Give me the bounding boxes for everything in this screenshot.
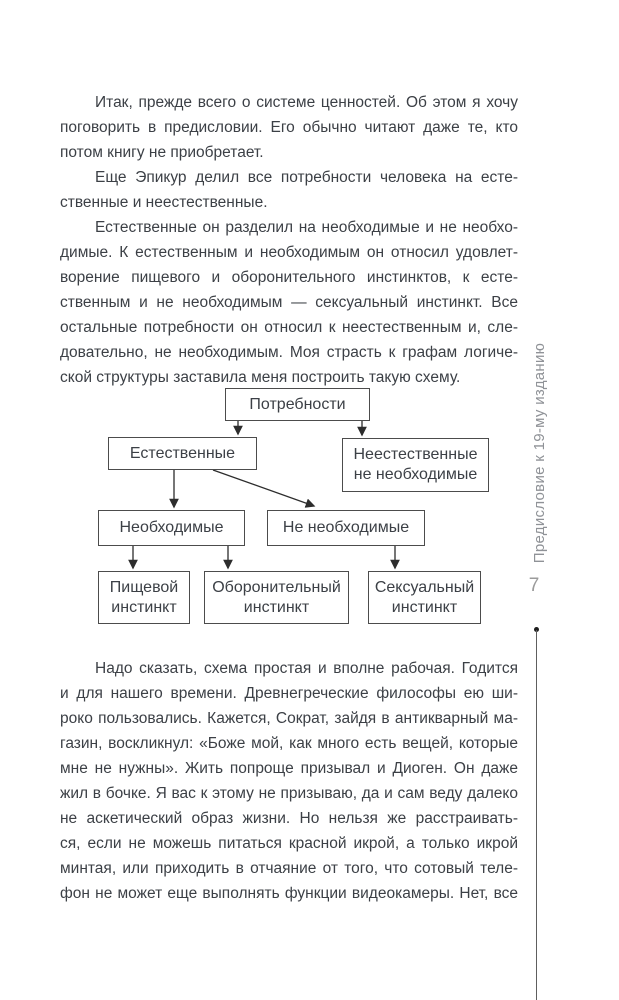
text-line: Еще Эпикур делил все потребности человек… xyxy=(95,169,518,186)
diagram-node-label: Естественные xyxy=(129,444,236,462)
text-line: остальные потребности он относил к неест… xyxy=(60,319,518,336)
diagram-node-label: Неестественные не необходимые xyxy=(353,446,478,483)
text-line: ской структуры заставила меня построить … xyxy=(60,369,461,386)
text-line: не аскетический образ жизни. Но нельзя ж… xyxy=(60,810,518,827)
sidebar-rule xyxy=(536,630,537,1000)
paragraph: Надо сказать, схема простая и вполне раб… xyxy=(60,656,518,906)
text-line: фон не может еще выполнять функции видео… xyxy=(60,885,518,902)
text-line: газин, воскликнул: «Боже мой, как много … xyxy=(60,735,518,752)
text-line: минтая, или приходить в отчаяние от того… xyxy=(60,860,518,877)
diagram-edge-natural-to-not-necessary xyxy=(212,469,316,508)
diagram-node-label: Необходимые xyxy=(119,519,224,536)
body-text-bottom: Надо сказать, схема простая и вполне раб… xyxy=(60,656,518,906)
text-line: жил в бочке. Я вас к этому не призываю, … xyxy=(60,785,518,802)
text-line: довательно, не необходимым. Моя страсть … xyxy=(60,344,518,361)
text-line: ственные и неестественные. xyxy=(60,194,268,211)
paragraph: Итак, прежде всего о системе ценностей. … xyxy=(60,90,518,165)
sidebar-rule-dot xyxy=(534,627,539,632)
text-line: ся, если не можешь питаться красной икро… xyxy=(60,835,518,852)
diagram-node-natural: Естественные xyxy=(108,437,257,470)
chapter-title-vertical: Предисловие к 19-му изданию xyxy=(531,342,548,564)
diagram-node-label: Не необходимые xyxy=(282,519,410,536)
body-text-top: Итак, прежде всего о системе ценностей. … xyxy=(60,90,518,390)
diagram-node-necessary: Необходимые xyxy=(98,510,245,546)
diagram-node-food-instinct: Пищевой инстинкт xyxy=(98,571,190,624)
text-line: ворение пищевого и оборонительного инсти… xyxy=(60,269,518,286)
text-line: потом книгу не приобретает. xyxy=(60,144,264,161)
diagram-node-label: Сексуальный инстинкт xyxy=(374,578,475,616)
text-line: мне не нужны». Жить попроще призывал и Д… xyxy=(60,760,518,777)
text-line: Итак, прежде всего о системе ценностей. … xyxy=(95,94,518,111)
diagram-node-sexual-instinct: Сексуальный инстинкт xyxy=(368,571,481,624)
diagram-node-unnatural: Неестественные не необходимые xyxy=(342,438,489,492)
diagram-node-label: Оборонительный инстинкт xyxy=(212,578,341,616)
diagram-node-needs: Потребности xyxy=(225,388,370,421)
text-line: роко пользовались. Кажется, Сократ, зайд… xyxy=(60,710,518,727)
text-line: Естественные он разделил на необходимые … xyxy=(95,219,518,236)
diagram-node-label: Потребности xyxy=(249,395,346,413)
text-line: поговорить в предисловии. Его обычно чит… xyxy=(60,119,518,136)
page-number: 7 xyxy=(528,575,540,596)
diagram-node-defense-instinct: Оборонительный инстинкт xyxy=(204,571,349,624)
text-line: ственным и не необходимым — сексуальный … xyxy=(60,294,518,311)
diagram-node-not-necessary: Не необходимые xyxy=(267,510,425,546)
paragraph: Естественные он разделил на необходимые … xyxy=(60,215,518,390)
diagram-node-label: Пищевой инстинкт xyxy=(109,578,179,616)
text-line: Надо сказать, схема простая и вполне раб… xyxy=(95,660,518,677)
text-line: димые. К естественным и необходимым он о… xyxy=(60,244,518,261)
paragraph: Еще Эпикур делил все потребности человек… xyxy=(60,165,518,215)
text-line: и для нашего времени. Древнегреческие фи… xyxy=(60,685,518,702)
